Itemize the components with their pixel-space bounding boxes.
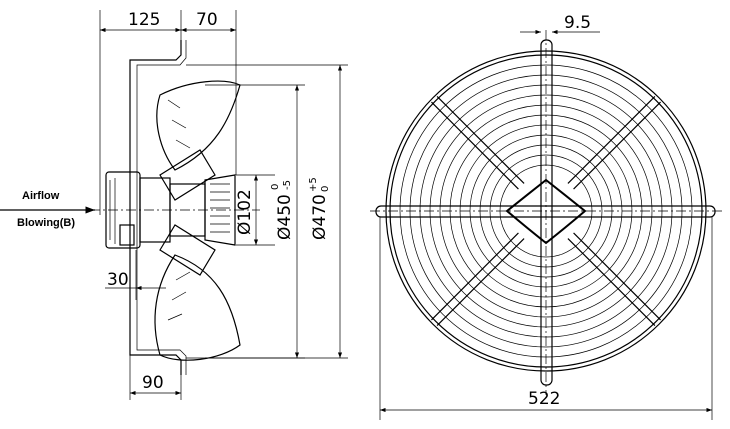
dim-125-label: 125 (128, 10, 160, 30)
dim-90-label: 90 (142, 373, 164, 393)
airflow-mode: Blowing(B) (17, 217, 75, 229)
guard-spoke (567, 238, 656, 326)
guard-spoke (436, 96, 525, 184)
dia-102-label: Ø102 (235, 189, 255, 235)
guard-spokes (431, 96, 661, 326)
dim-30-label: 30 (107, 270, 129, 290)
front-view: 9.5 522 (370, 13, 722, 420)
guard-spoke (431, 232, 519, 321)
wall-ring-outline (129, 40, 182, 375)
dim-70-label: 70 (196, 10, 218, 30)
impeller-blades (154, 80, 241, 361)
motor (105, 171, 206, 249)
wall-ring-inner (136, 40, 187, 375)
dia-450-label: Ø450 (275, 194, 295, 240)
horizontal-mount-bar (375, 205, 716, 218)
dim-9-5-label: 9.5 (564, 13, 591, 33)
dia-470-label: Ø470 (310, 194, 330, 240)
airflow-label: Airflow (22, 190, 60, 202)
guard-spoke (567, 96, 656, 184)
side-view: 125 70 Airflow Blowing(B) (0, 10, 348, 400)
guard-spoke (436, 238, 525, 326)
dia-470-tol-lower: 0 (320, 186, 331, 192)
guard-spoke (431, 101, 519, 190)
dia-470-tol-upper: +5 (308, 177, 319, 192)
dia-450-tol-lower: -5 (282, 180, 293, 190)
dim-522-label: 522 (528, 389, 560, 409)
guard-spoke (573, 232, 661, 321)
guard-spoke (573, 101, 661, 190)
vertical-mount-bar (540, 39, 553, 386)
dia-450-tol-upper: 0 (270, 184, 281, 190)
